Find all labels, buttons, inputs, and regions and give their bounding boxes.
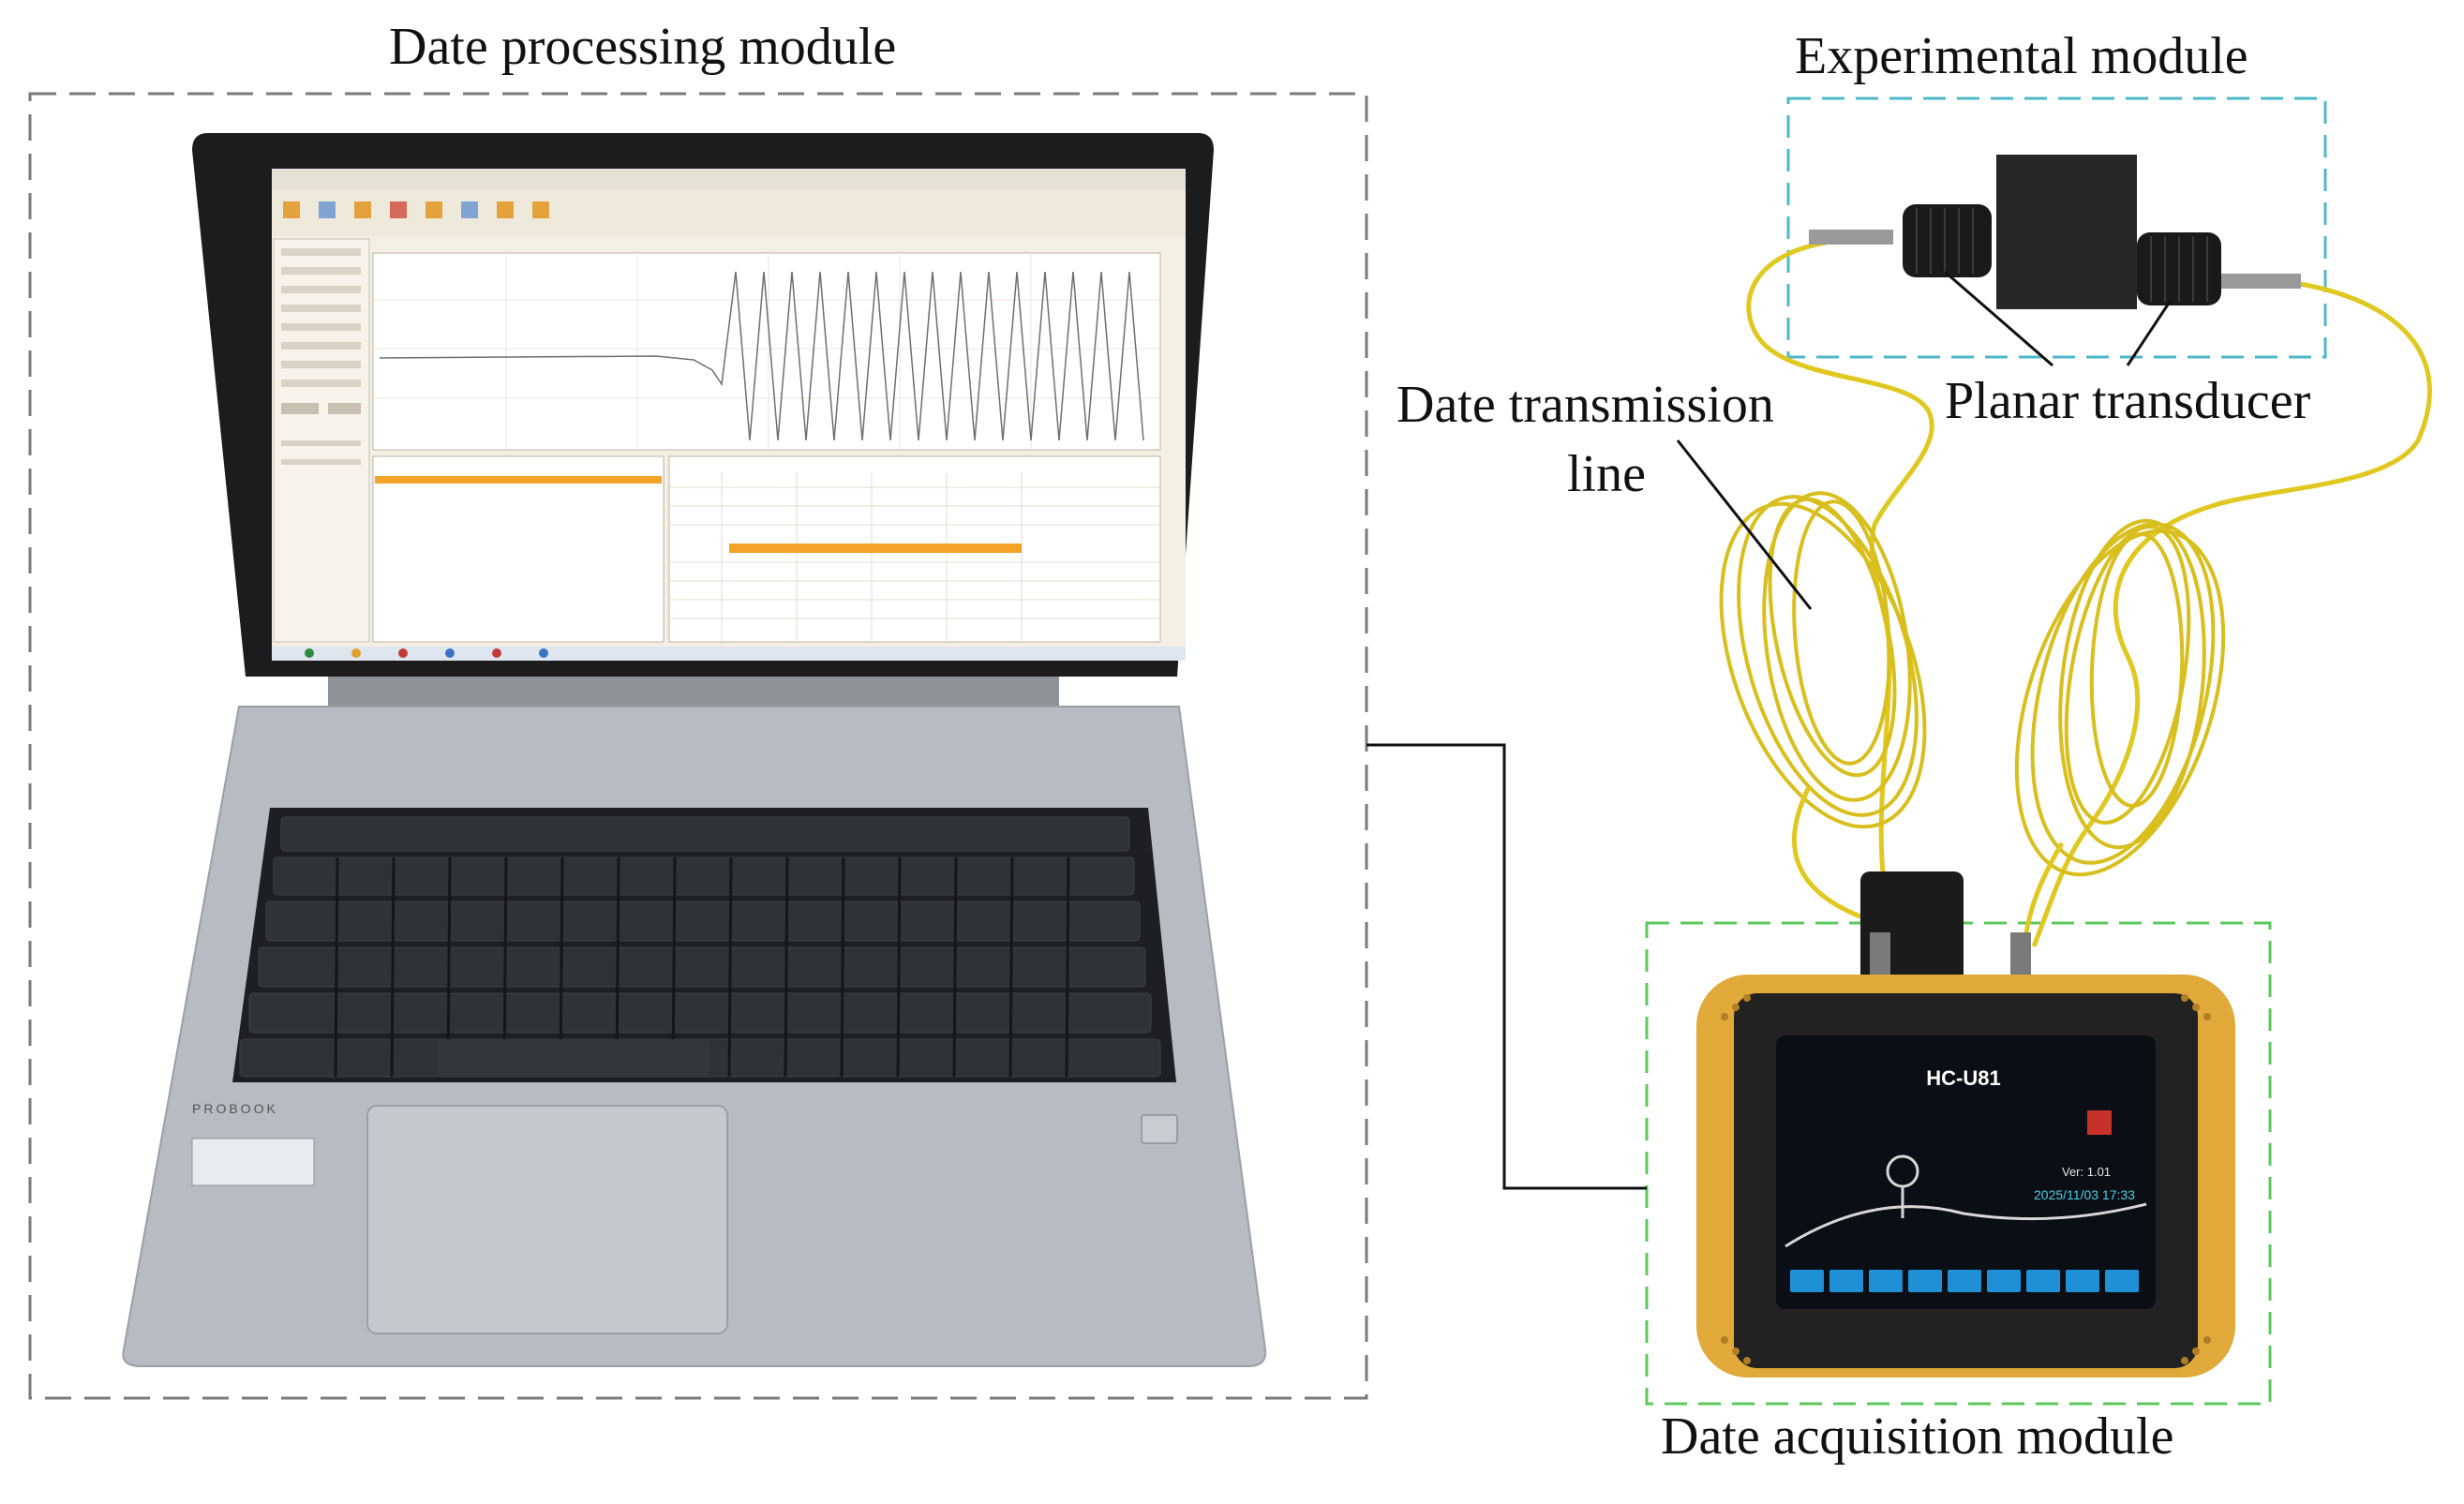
device-connector-left — [1870, 932, 1890, 979]
transmission-line-label-1: Date transmission — [1396, 376, 1774, 434]
device-version: Ver: 1.01 — [2062, 1165, 2111, 1179]
laptop-brand: PROBOOK — [192, 1101, 278, 1116]
laptop: PROBOOK — [122, 133, 1267, 1367]
device-model: HC-U81 — [1926, 1066, 2000, 1090]
planar-transducer-label: Planar transducer — [1945, 372, 2311, 430]
experimental-module-box — [1786, 97, 2327, 359]
device-datetime: 2025/11/03 17:33 — [2034, 1187, 2135, 1202]
laptop-touchpad — [366, 1105, 728, 1334]
transducer-leader-left — [1944, 270, 2053, 367]
transducer-knurling — [1916, 208, 2208, 302]
settings-fields — [281, 248, 361, 465]
device-connector-right — [2010, 932, 2031, 979]
software-toolbar — [272, 189, 1186, 236]
waveform-trace — [379, 271, 1144, 441]
left-cable-down — [1791, 785, 1866, 921]
os-taskbar — [272, 647, 1186, 661]
processing-module-label: Date processing module — [389, 18, 897, 76]
key-separators — [334, 856, 1070, 1078]
left-cable-coil — [1719, 491, 1927, 829]
acquisition-device: HC-U81 Ver: 1.01 2025/11/03 17:33 — [1696, 871, 2235, 1377]
device-landscape — [1785, 1202, 2147, 1248]
device-vents — [1721, 994, 2211, 1364]
device-softkeys — [1790, 1270, 2139, 1292]
right-cable-coil — [2014, 518, 2226, 877]
toolbar-icons — [283, 201, 549, 218]
fingerprint-reader — [1141, 1114, 1178, 1144]
software-title-bar — [272, 169, 1186, 189]
transducer-assembly — [1809, 155, 2301, 309]
specimen-block — [1996, 155, 2137, 309]
transmission-line-leader — [1676, 439, 1813, 610]
waveform-panel — [372, 252, 1161, 451]
results-list-panel — [372, 455, 665, 643]
results-table-highlight-row — [729, 544, 1022, 553]
spacebar — [439, 1039, 710, 1077]
transmission-cables — [1746, 236, 2432, 947]
device-screen — [1776, 1035, 2156, 1309]
device-logo — [2087, 1110, 2112, 1135]
laptop-sticker — [191, 1138, 315, 1186]
laptop-hinge — [328, 677, 1059, 707]
taskbar-icons — [305, 648, 548, 658]
right-cable — [2031, 280, 2432, 947]
results-table-lines — [669, 473, 1160, 642]
left-connector — [1809, 230, 1893, 245]
acquisition-module-label: Date acquisition module — [1661, 1407, 2174, 1466]
experimental-module-label: Experimental module — [1795, 27, 2248, 85]
transducer-leader-right — [2126, 301, 2172, 366]
left-transducer — [1903, 204, 1992, 277]
waveform-grid — [373, 253, 1160, 450]
results-list-selected-row — [375, 476, 662, 484]
right-connector — [2217, 274, 2301, 289]
transmission-line-label-2: line — [1567, 445, 1646, 503]
module-connector-line — [1366, 743, 1647, 1190]
